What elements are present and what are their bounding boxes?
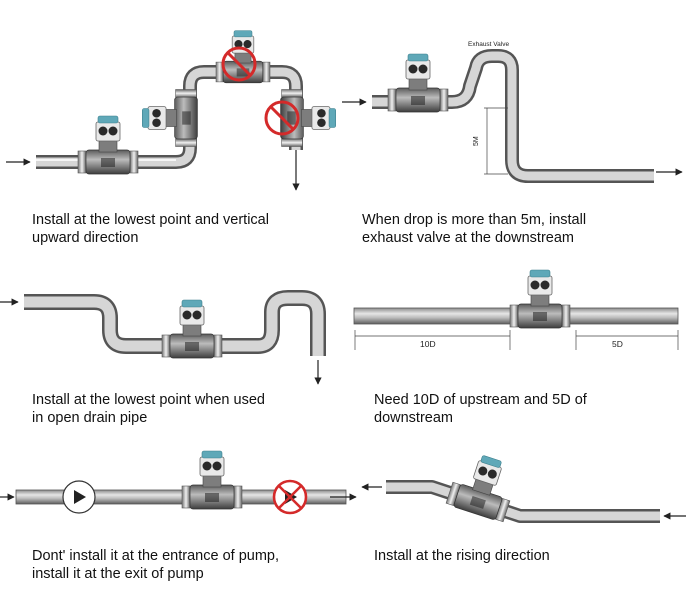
panel-open-drain-pipe <box>0 290 326 385</box>
caption-panel-3: Install at the lowest point when used in… <box>32 392 265 426</box>
caption-panel-1: Install at the lowest point and vertical… <box>32 212 269 246</box>
forbidden-icon <box>264 100 300 136</box>
flow-meter <box>509 269 571 329</box>
caption-panel-4: Need 10D of upstream and 5D of downstrea… <box>374 392 587 426</box>
pipe <box>372 51 654 181</box>
pipe <box>36 67 301 167</box>
flow-meter-wrong-downward <box>280 89 337 147</box>
caption-panel-5: Dont' install it at the entrance of pump… <box>32 548 279 582</box>
panel-pump-position <box>0 450 357 515</box>
panel-exhaust-valve-downstream: Exhaust Valve 5M <box>342 41 683 183</box>
flow-meter-ok-horizontal <box>77 115 139 175</box>
upstream-length-label: 10D <box>420 339 436 349</box>
pump-icon <box>62 480 96 514</box>
drop-height-label: 5M <box>473 136 480 146</box>
pipe <box>24 292 324 356</box>
pump-wrong-position-icon <box>272 479 308 515</box>
caption-panel-2: When drop is more than 5m, install exhau… <box>362 212 587 246</box>
flow-meter <box>161 299 223 359</box>
pipe <box>386 482 660 521</box>
flow-meter <box>387 53 449 113</box>
panel-rising-direction <box>361 448 686 524</box>
flow-meter-ok-vertical <box>141 89 198 147</box>
downstream-length-label: 5D <box>612 339 623 349</box>
exhaust-valve-label: Exhaust Valve <box>468 41 509 48</box>
caption-panel-6: Install at the rising direction <box>374 548 550 564</box>
forbidden-icon <box>221 46 257 82</box>
panel-lowest-point-vertical-upward <box>6 30 337 191</box>
panel-straight-run: 10D 5D <box>353 269 679 350</box>
flow-meter-correct <box>181 450 243 510</box>
